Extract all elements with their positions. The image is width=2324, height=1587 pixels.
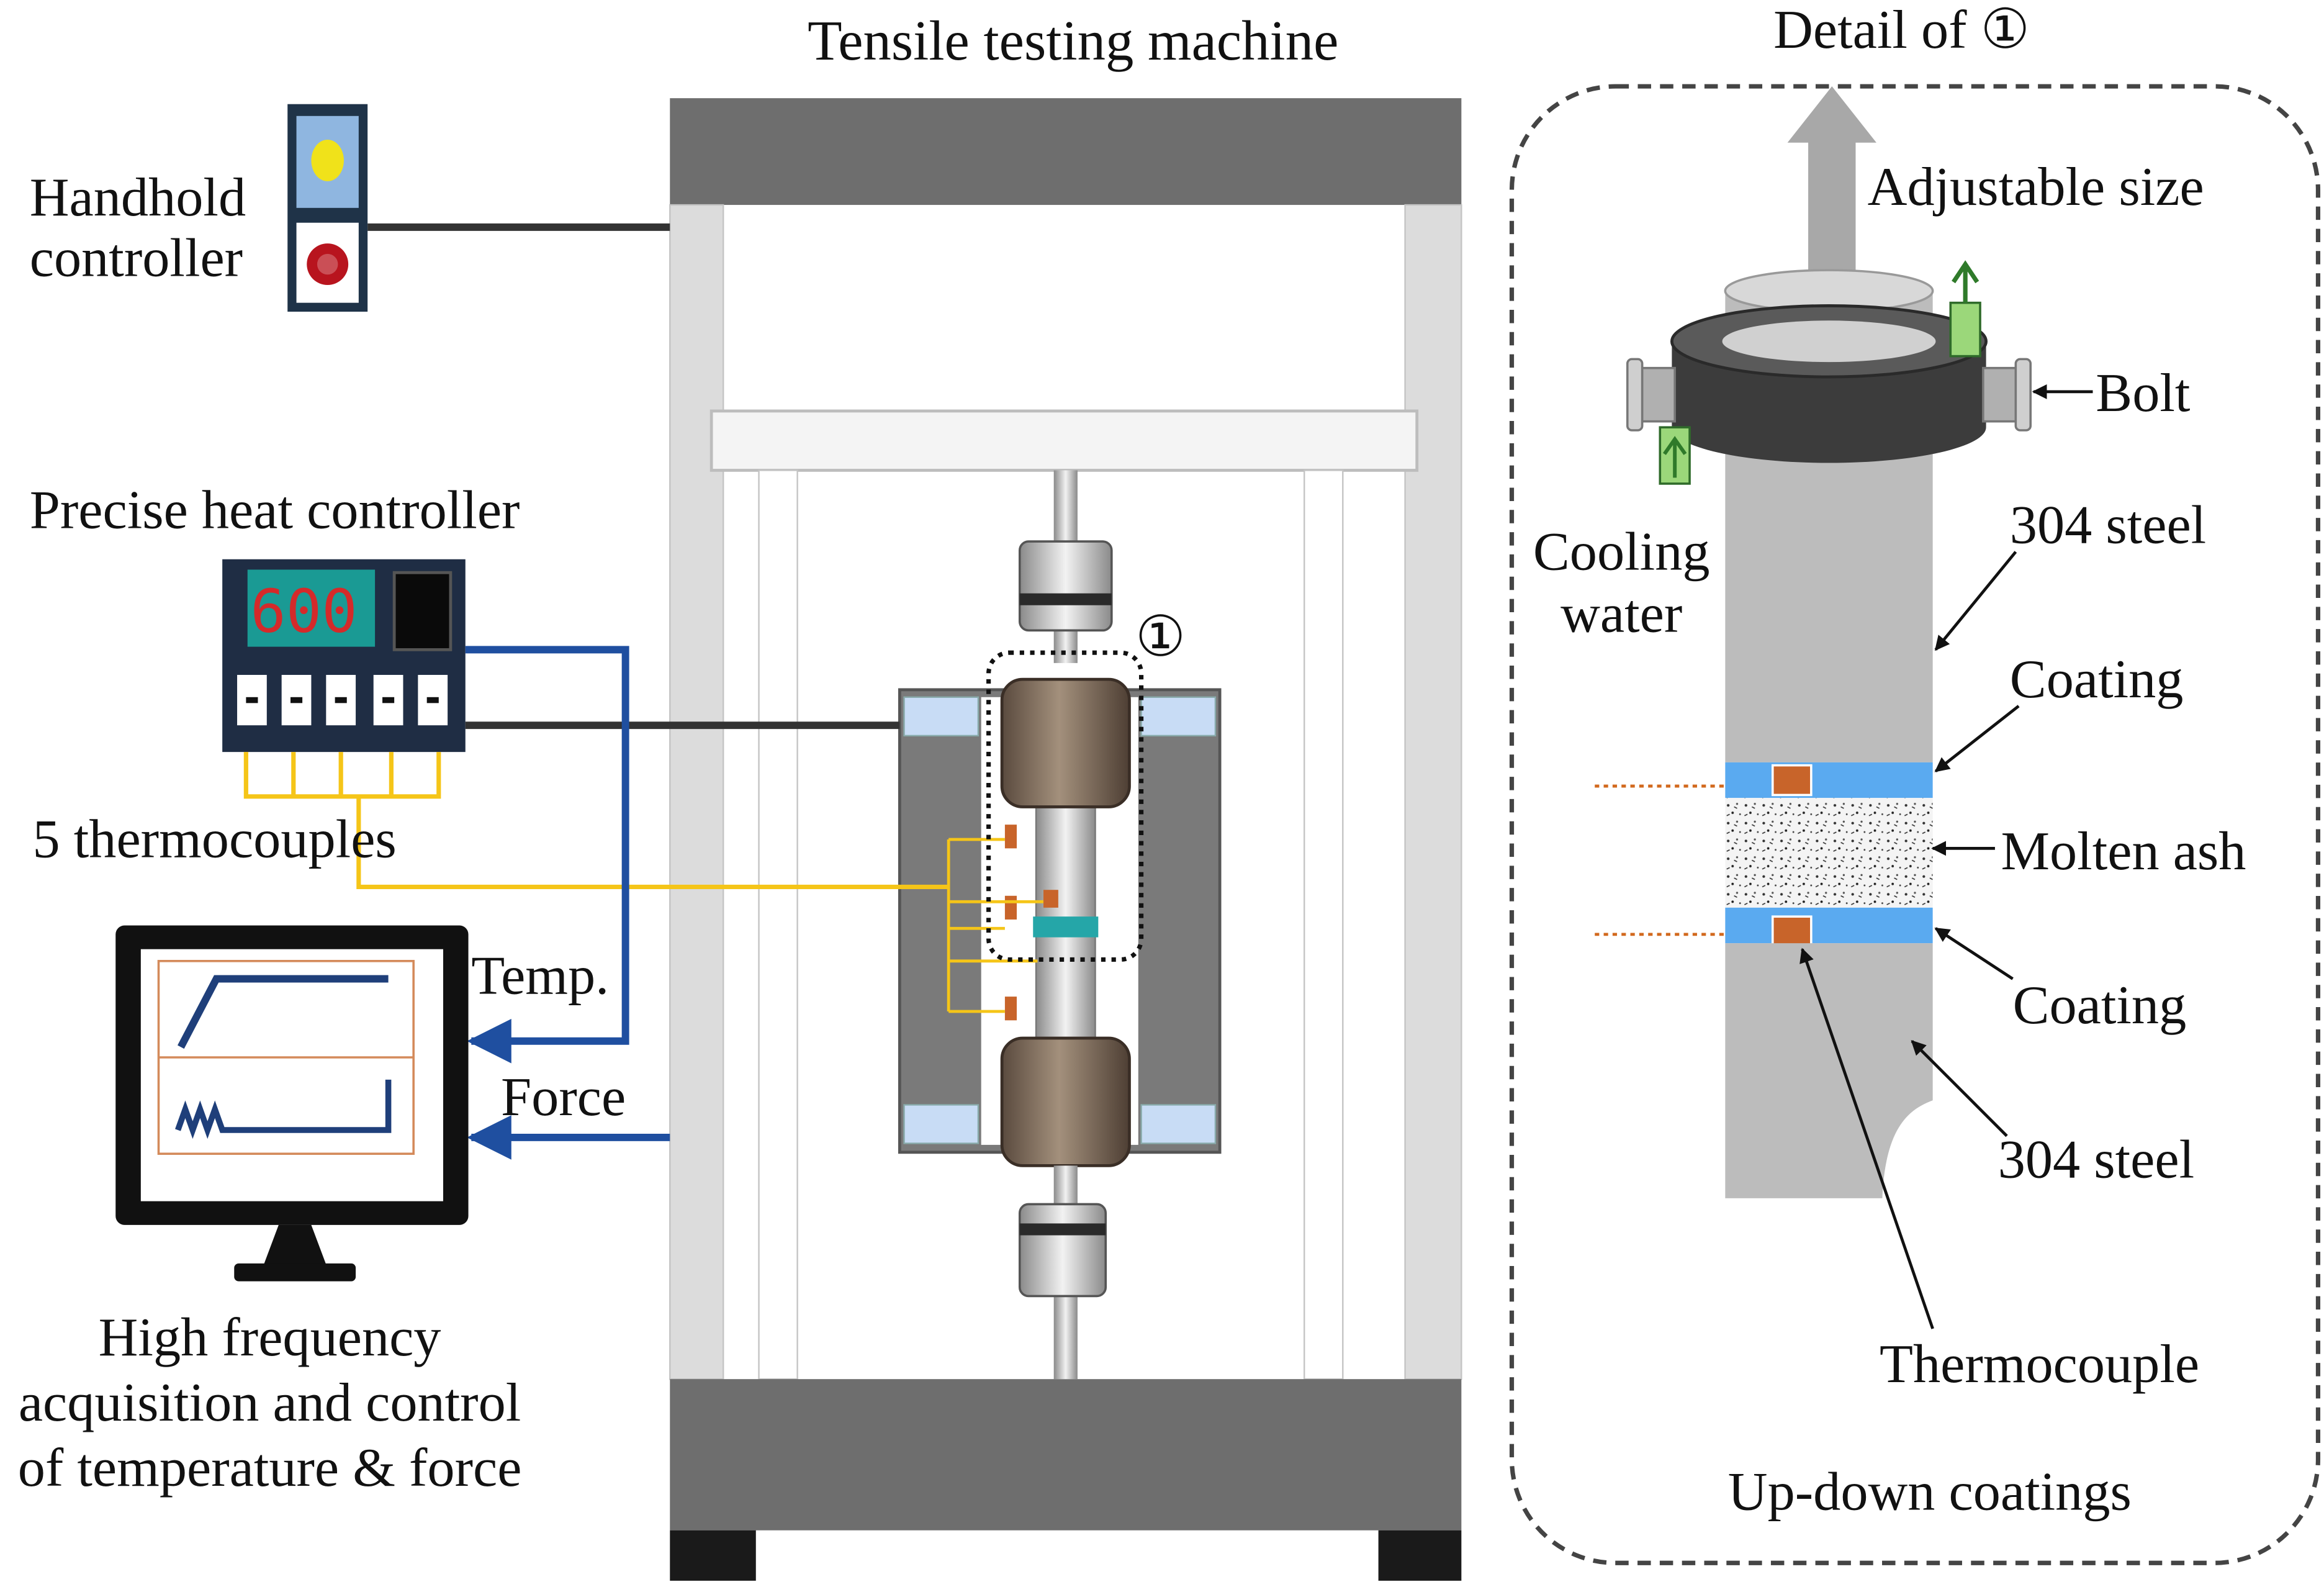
thermocouples-label: 5 thermocouples <box>33 809 397 870</box>
detail-panel <box>1509 84 2321 1565</box>
coating-bottom-pointer <box>1934 927 2014 980</box>
acquisition-label-line2: acquisition and control <box>19 1372 521 1433</box>
machine-left-column <box>669 204 724 1380</box>
thermocouple-pad-bottom <box>1771 915 1813 947</box>
machine-foot-left <box>670 1530 756 1581</box>
heat-power-switch <box>392 571 453 651</box>
machine-base <box>670 1379 1462 1530</box>
handhold-label-line2: controller <box>30 228 243 289</box>
lower-grip <box>1000 1036 1131 1167</box>
steel-top-pointer <box>1934 551 2017 651</box>
acquisition-label-line1: High frequency <box>99 1307 441 1368</box>
tc-pad-4 <box>1004 997 1017 1021</box>
steel-bottom-label: 304 steel <box>1998 1129 2194 1190</box>
cooling-water-label-line2: water <box>1561 584 1682 644</box>
bolt-label: Bolt <box>2096 363 2191 423</box>
adjustable-size-arrow <box>1787 86 1876 283</box>
heat-controller: 600 <box>222 559 466 753</box>
temp-label: Temp. <box>471 945 609 1006</box>
coating-bottom <box>1725 907 1933 944</box>
furnace-window-tr <box>1140 696 1217 737</box>
detail-specimen <box>1595 260 2032 1198</box>
steel-bottom-pointer <box>1911 1040 2008 1137</box>
coating-top <box>1725 762 1933 798</box>
machine-right-column <box>1404 204 1462 1380</box>
upper-coupling <box>1018 540 1113 632</box>
molten-ash-label: Molten ash <box>2001 821 2246 882</box>
furnace-window-br <box>1140 1104 1217 1144</box>
acquisition-monitor <box>115 925 469 1282</box>
molten-ash-layer <box>1725 798 1933 908</box>
acquisition-label-line3: of temperature & force <box>18 1437 522 1498</box>
coating-bottom-label: Coating <box>2013 975 2187 1036</box>
adjustable-size-label: Adjustable size <box>1868 156 2204 217</box>
upper-grip <box>1000 677 1131 808</box>
monitor-screen <box>140 949 443 1201</box>
heat-display-value: 600 <box>250 577 358 646</box>
detail-title: Detail of ① <box>1773 0 2030 60</box>
tc-pad-3 <box>1043 890 1058 908</box>
machine-crosshead <box>709 409 1419 472</box>
thermocouple-pad-top <box>1771 764 1813 797</box>
tensile-machine <box>669 98 1462 1581</box>
lower-coupling-band <box>1019 1223 1106 1236</box>
yellow-button-icon <box>311 140 344 181</box>
lower-steel-rod <box>1725 943 1933 1198</box>
cooling-water-outlet <box>1949 301 1981 358</box>
detail-marker-box <box>986 650 1144 962</box>
furnace-thermocouple-wires <box>947 838 1043 1013</box>
guide-rod-right <box>1304 469 1344 1380</box>
heat-controller-label: Precise heat controller <box>30 480 520 541</box>
cooling-jacket <box>1672 341 1986 463</box>
temp-signal-line <box>465 646 629 1064</box>
thermocouple-label: Thermocouple <box>1880 1334 2199 1395</box>
furnace-window-bl <box>903 1104 980 1144</box>
machine-title: Tensile testing machine <box>808 9 1338 72</box>
handhold-controller <box>287 104 368 312</box>
handhold-label-line1: Handhold <box>30 167 246 228</box>
thermocouple-pointer <box>1799 947 1934 1329</box>
thermocouple-bus <box>243 752 949 890</box>
coating-top-pointer <box>1934 705 2020 773</box>
furnace-window-tl <box>903 696 980 737</box>
guide-rod-left <box>758 469 798 1380</box>
tc-pad-2 <box>1004 895 1017 920</box>
red-button-icon <box>307 243 349 285</box>
temperature-curve <box>178 975 389 1049</box>
force-label: Force <box>501 1067 626 1128</box>
detail-marker-label: ① <box>1135 605 1186 668</box>
machine-foot-right <box>1378 1530 1462 1581</box>
coating-top-label: Coating <box>2010 649 2184 710</box>
steel-top-label: 304 steel <box>2010 494 2206 555</box>
specimen-coating-band <box>1033 916 1099 938</box>
force-curve <box>175 1079 392 1139</box>
heat-display <box>247 569 376 647</box>
updown-coatings-label: Up-down coatings <box>1728 1461 2132 1522</box>
upper-coupling-band <box>1019 593 1112 605</box>
lower-coupling <box>1018 1203 1107 1298</box>
machine-top-beam <box>670 98 1462 206</box>
tc-pad-1 <box>1004 825 1017 849</box>
cooling-water-label-line1: Cooling <box>1533 521 1710 582</box>
